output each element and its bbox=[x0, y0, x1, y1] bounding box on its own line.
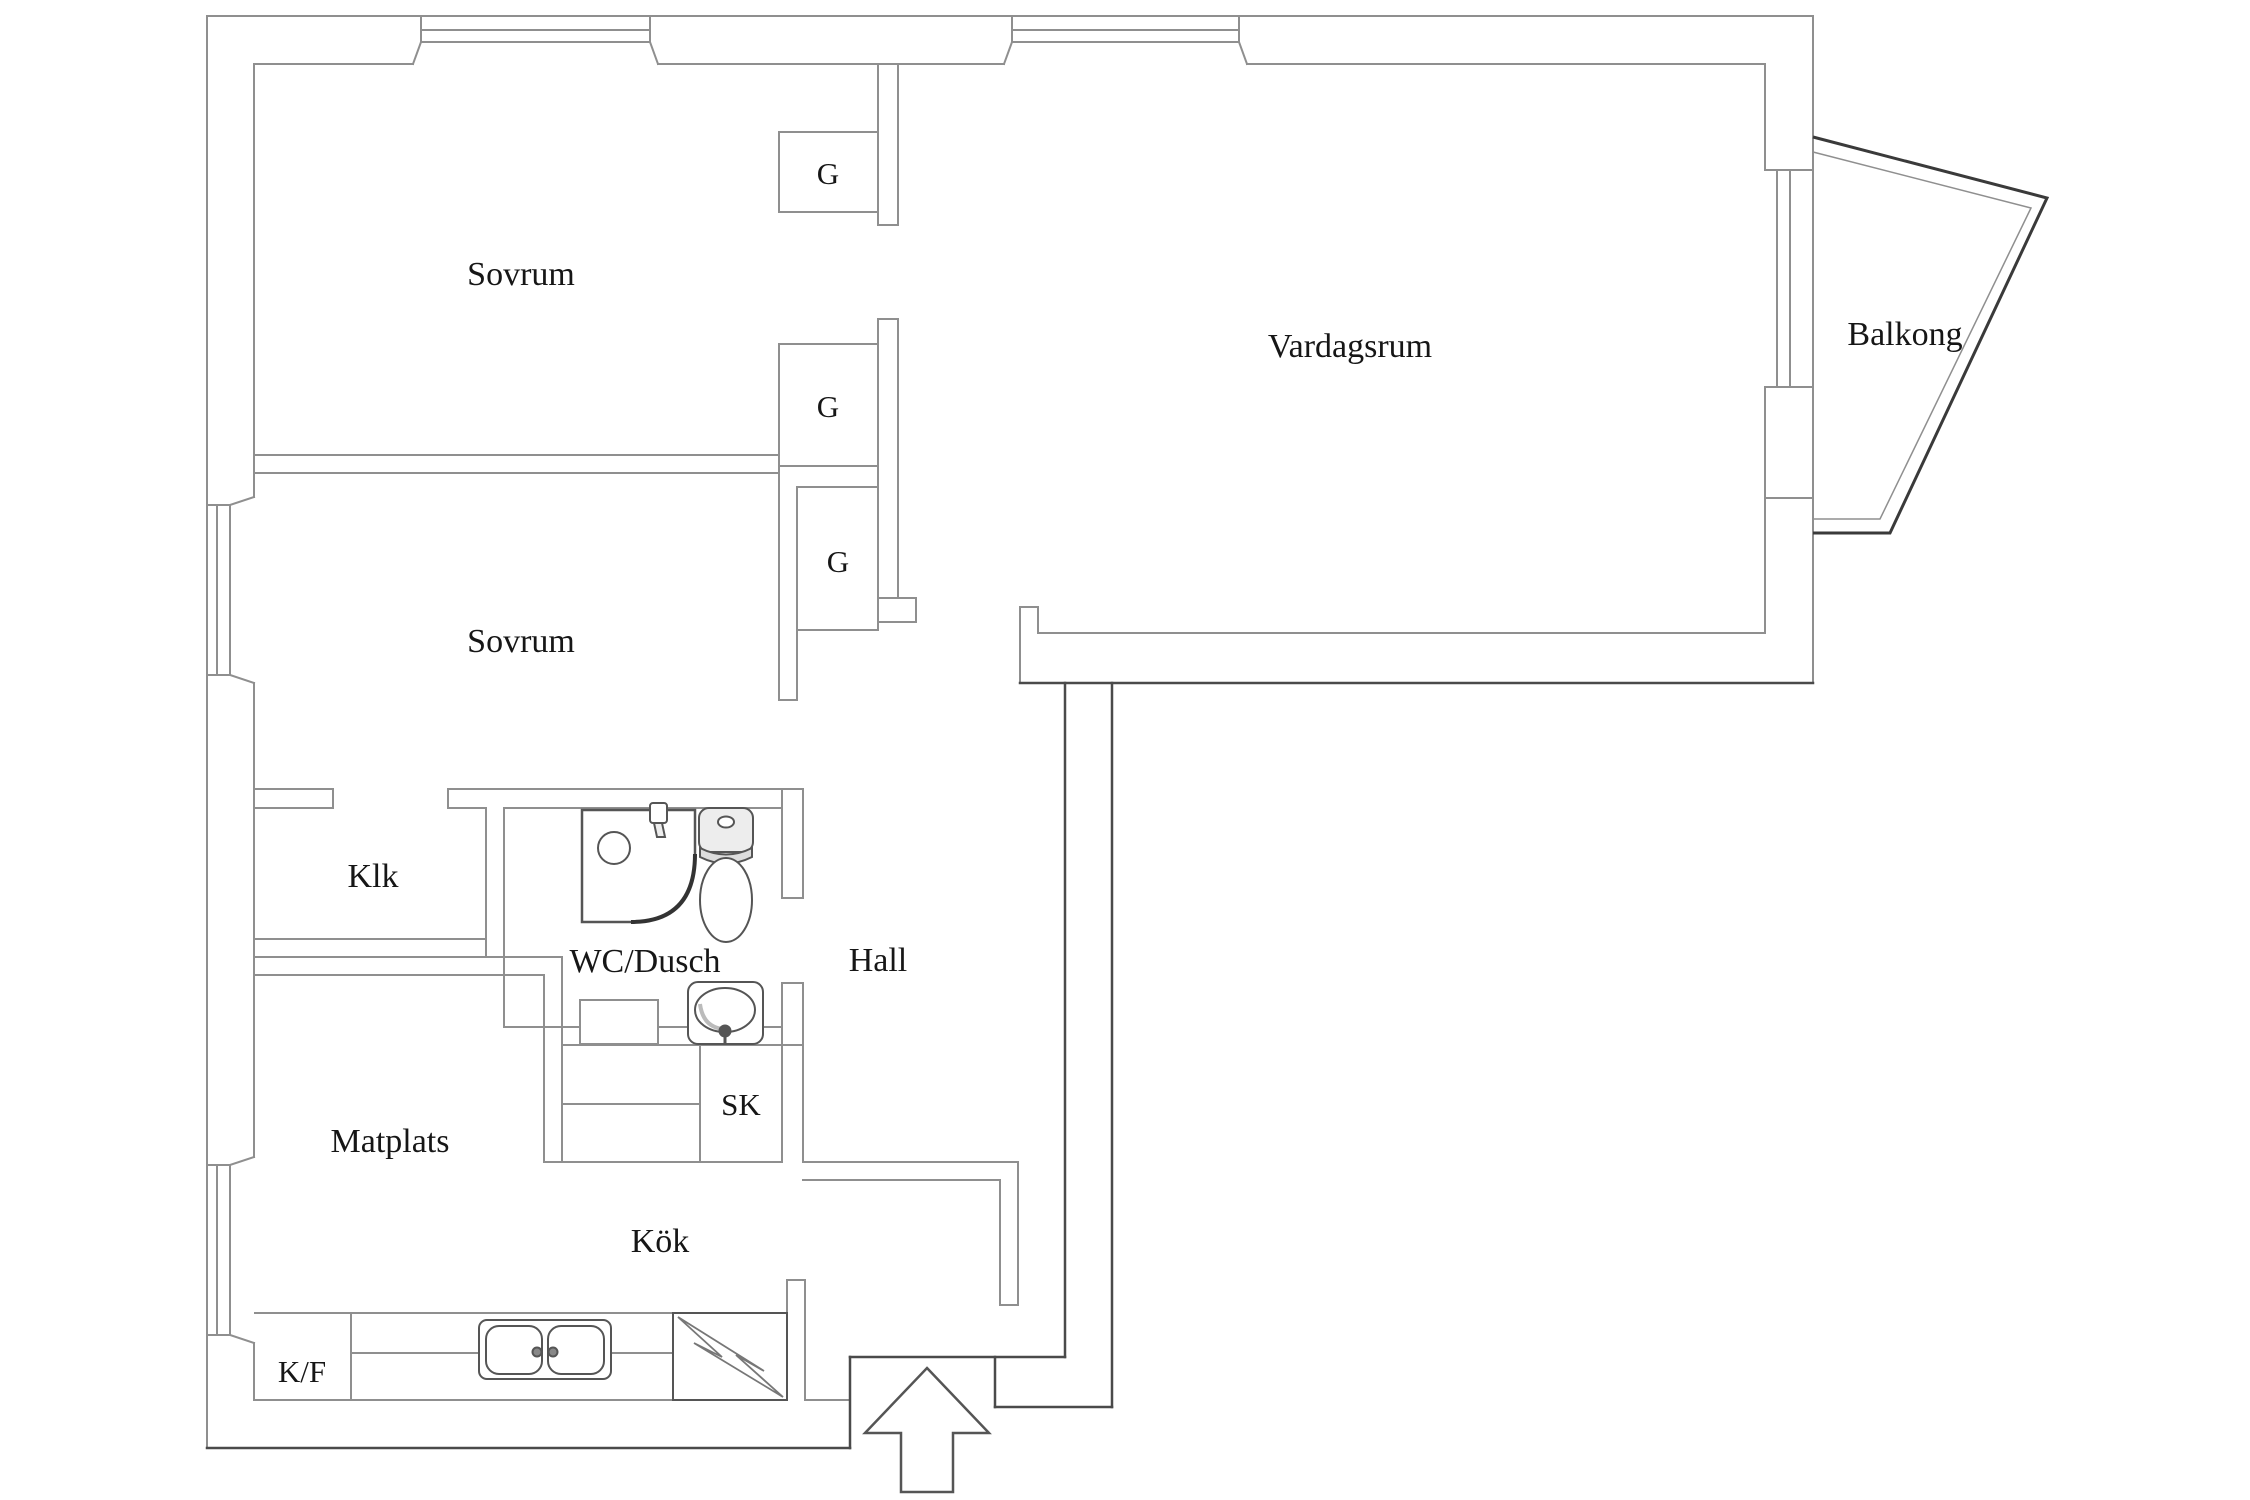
toilet-icon bbox=[698, 807, 754, 943]
entrance-arrow-icon bbox=[862, 1366, 992, 1494]
closet-label-stadskap: SK bbox=[721, 1087, 761, 1122]
walls-light bbox=[206, 15, 1814, 1449]
wc-bench bbox=[579, 999, 659, 1045]
sink-icon bbox=[687, 981, 764, 1045]
room-labels: Sovrum Sovrum Vardagsrum Balkong Klk WC/… bbox=[278, 156, 1963, 1389]
room-label-klk: Klk bbox=[348, 858, 399, 895]
room-label-vardagsrum: Vardagsrum bbox=[1268, 328, 1432, 365]
closet-label-garderob-2: G bbox=[817, 389, 839, 424]
closet-label-garderob-1: G bbox=[817, 156, 839, 191]
room-label-sovrum-2: Sovrum bbox=[467, 623, 575, 660]
room-label-balkong: Balkong bbox=[1847, 316, 1962, 353]
closet-box-garderob-1 bbox=[778, 131, 879, 213]
window-icon-vardagsrum bbox=[1002, 15, 1249, 66]
balcony-door-icon bbox=[1764, 169, 1814, 499]
room-label-hall: Hall bbox=[849, 942, 908, 979]
double-sink-icon bbox=[478, 1319, 612, 1380]
closet-box-garderob-2 bbox=[778, 343, 879, 467]
closet-label-garderob-3: G bbox=[827, 544, 849, 579]
room-label-sovrum-1: Sovrum bbox=[467, 256, 575, 293]
closet-label-kyl-frys: K/F bbox=[278, 1354, 326, 1389]
closet-box-garderob-3 bbox=[796, 486, 879, 631]
room-label-matplats: Matplats bbox=[331, 1123, 450, 1160]
stove-icon bbox=[672, 1312, 788, 1401]
balcony-outline bbox=[1812, 135, 2050, 535]
window-icon-sovrum1 bbox=[411, 15, 660, 66]
bathroom-fixtures bbox=[579, 802, 764, 1045]
window-icon-matplats bbox=[206, 1155, 256, 1345]
room-label-wc-dusch: WC/Dusch bbox=[569, 943, 720, 980]
window-icon-sovrum2 bbox=[206, 495, 256, 685]
kitchen-counter bbox=[254, 1312, 788, 1401]
walls-dark bbox=[205, 681, 1815, 1450]
shower-icon bbox=[580, 802, 697, 924]
room-label-kok: Kök bbox=[631, 1223, 690, 1260]
